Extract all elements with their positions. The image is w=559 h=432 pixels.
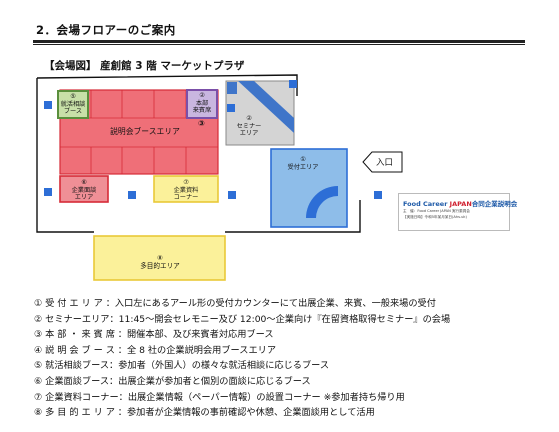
legend-item-briefing: ④ 説 明 会 ブ ー ス ：全 8 社の企業説明会用ブースエリア xyxy=(34,344,277,356)
banner-date: 【実施日時】令和5年某月某日(Ahs.uk) xyxy=(403,215,467,219)
banner-title: Food Career JAPAN合同企業説明会 xyxy=(403,200,518,208)
pillars xyxy=(44,80,382,199)
legend-item-consult: ⑤ 就活相談ブース：参加者（外国人）の様々な就活相談に応じるブース xyxy=(34,360,330,372)
seminar-stripe xyxy=(238,81,294,133)
legend-item-interview: ⑥ 企業面談ブース：出展企業が参加者と個別の面談に応じるブース xyxy=(34,375,311,387)
legend-item-hq: ③ 本 部 ・ 来 賓 席 ：開催本部、及び来賓者対応用ブース xyxy=(34,329,274,341)
legend-item-materials: ⑦ 企業資料コーナー：出展企業情報（ペーパー情報）の設置コーナー ※参加者持ち帰… xyxy=(34,391,405,403)
materials-area xyxy=(153,175,219,203)
floor-outline-top xyxy=(36,74,298,96)
floor-outline-right xyxy=(225,200,361,233)
event-banner: Food Career JAPAN合同企業説明会 主 催：Food Career… xyxy=(398,193,517,231)
entrance-label: 入口 xyxy=(376,158,394,168)
hq-booth xyxy=(186,89,218,119)
floor-map-title: 【会場図】 産創館 3 階 マーケットプラザ xyxy=(44,60,245,72)
section-title: 2．会場フロアーのご案内 xyxy=(36,23,176,37)
reception-counter xyxy=(306,186,338,218)
multipurpose-area xyxy=(93,235,226,281)
seminar-screen xyxy=(227,82,237,94)
title-rule xyxy=(33,40,525,43)
legend-item-multipurpose: ⑧ 多 目 的 エ リ ア ：参加者が企業情報の事前確認や休憩、企業面談用として… xyxy=(34,407,375,419)
legend-item-seminar: ② セミナーエリア：11:45～開会セレモニー及び 12:00～企業向け『在留資… xyxy=(34,313,451,325)
area-legend: ① 受 付 エ リ ア ：入口左にあるアール形の受付カウンターにて出展企業、来賓… xyxy=(34,296,450,421)
entrance-arrow xyxy=(362,151,403,173)
legend-item-reception: ① 受 付 エ リ ア ：入口左にあるアール形の受付カウンターにて出展企業、来賓… xyxy=(34,298,436,309)
title-rule-thin xyxy=(33,44,525,45)
banner-organizer: 主 催：Food Career JAPAN 実行委員会 xyxy=(403,209,470,213)
floor-outline xyxy=(36,78,94,233)
consult-booth xyxy=(57,90,89,119)
briefing-number: ③ xyxy=(198,119,205,128)
floor-map xyxy=(36,74,403,281)
interview-area xyxy=(59,175,109,203)
briefing-label: 説明会ブースエリア xyxy=(110,127,180,136)
